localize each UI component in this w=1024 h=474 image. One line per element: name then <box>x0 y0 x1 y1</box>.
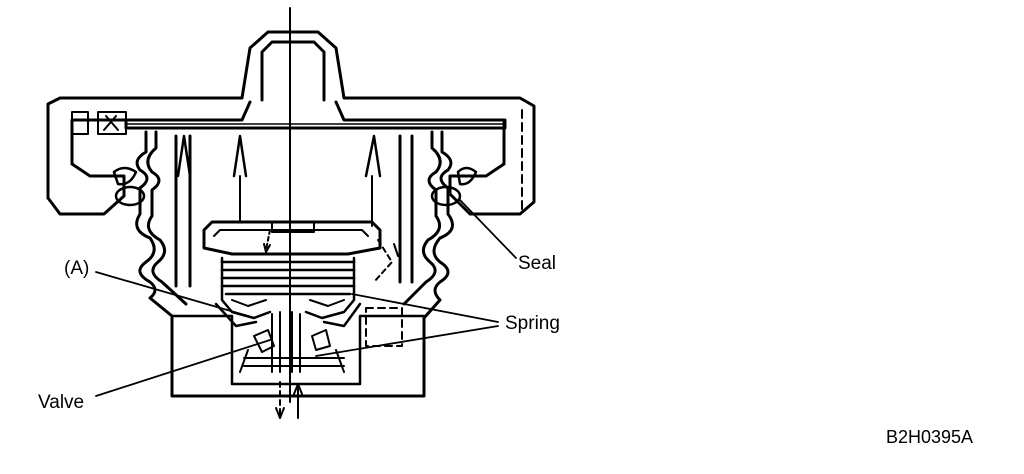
filler-neck <box>112 130 478 398</box>
a-leader <box>95 271 249 317</box>
inner-cage <box>174 134 414 288</box>
leader-lines <box>95 199 517 397</box>
part-a-label: (A) <box>64 258 90 279</box>
seal-label: Seal <box>518 253 557 274</box>
spring-leader-lower <box>315 325 499 357</box>
valve-label: Valve <box>38 392 85 413</box>
figure-code: B2H0395A <box>886 427 974 447</box>
spring-label: Spring <box>505 313 560 334</box>
valve-leader <box>95 339 271 397</box>
spring-leader-upper <box>351 293 499 323</box>
flow-arrows <box>275 381 303 419</box>
cap-shell <box>46 30 536 216</box>
seal-leader <box>459 199 517 259</box>
